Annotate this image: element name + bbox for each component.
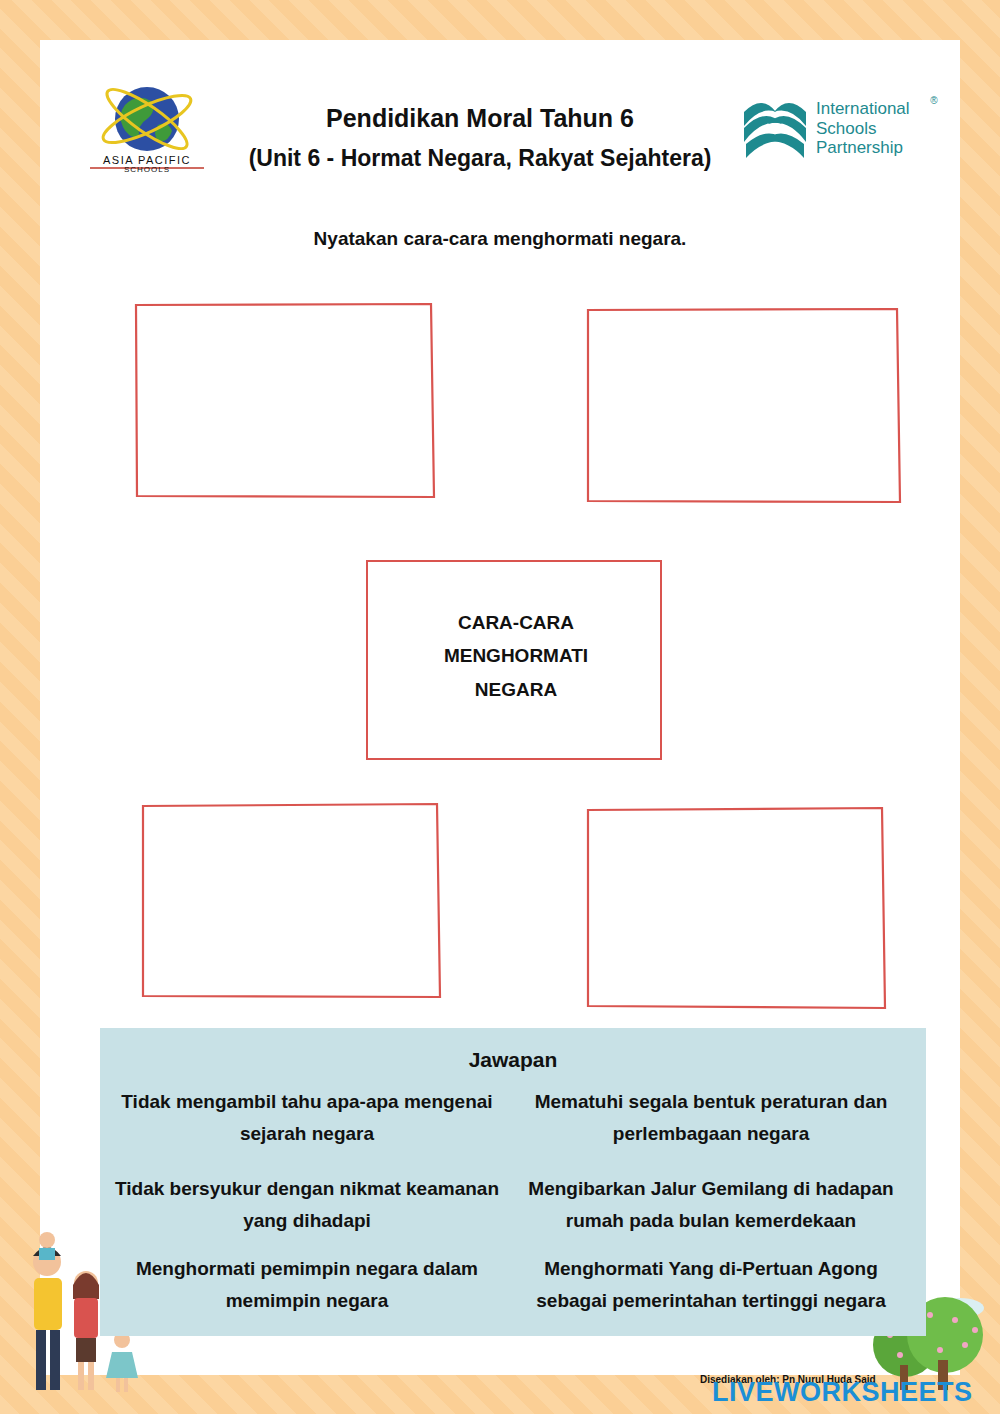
registered-mark: ® [926,94,942,107]
answer-text: Menghormati Yang di-Pertuan Agong sebaga… [514,1253,908,1318]
page-subtitle: (Unit 6 - Hormat Negara, Rakyat Sejahter… [200,144,760,174]
answer-panel: JawapanTidak mengambil tahu apa-apa meng… [100,1028,926,1336]
watermark: LIVEWORKSHEETS [712,1378,994,1408]
logo-text: International Schools Partnership [816,99,940,158]
answer-text: Mematuhi segala bentuk peraturan dan per… [514,1086,908,1151]
page-title: Pendidikan Moral Tahun 6 [200,102,760,135]
panel-heading: Jawapan [363,1042,663,1078]
empty-box [588,808,885,1008]
empty-box [143,804,440,997]
empty-boxes [136,304,900,1008]
answer-text: Menghormati pemimpin negara dalam memimp… [110,1253,504,1318]
answer-text: Tidak mengambil tahu apa-apa mengenai se… [110,1086,504,1151]
logo-text: ASIA PACIFIC [80,154,214,166]
center-box: CARA-CARA MENGHORMATI NEGARA [366,560,662,760]
instruction: Nyatakan cara-cara menghormati negara. [200,227,800,252]
empty-box [136,304,434,497]
box-text: CARA-CARA MENGHORMATI NEGARA [408,606,624,706]
answer-text: Tidak bersyukur dengan nikmat keamanan y… [110,1173,504,1238]
empty-box [588,309,900,502]
isp-logo [744,103,806,158]
answer-text: Mengibarkan Jalur Gemilang di hadapan ru… [514,1173,908,1238]
logo-text: SCHOOLS [80,166,214,175]
